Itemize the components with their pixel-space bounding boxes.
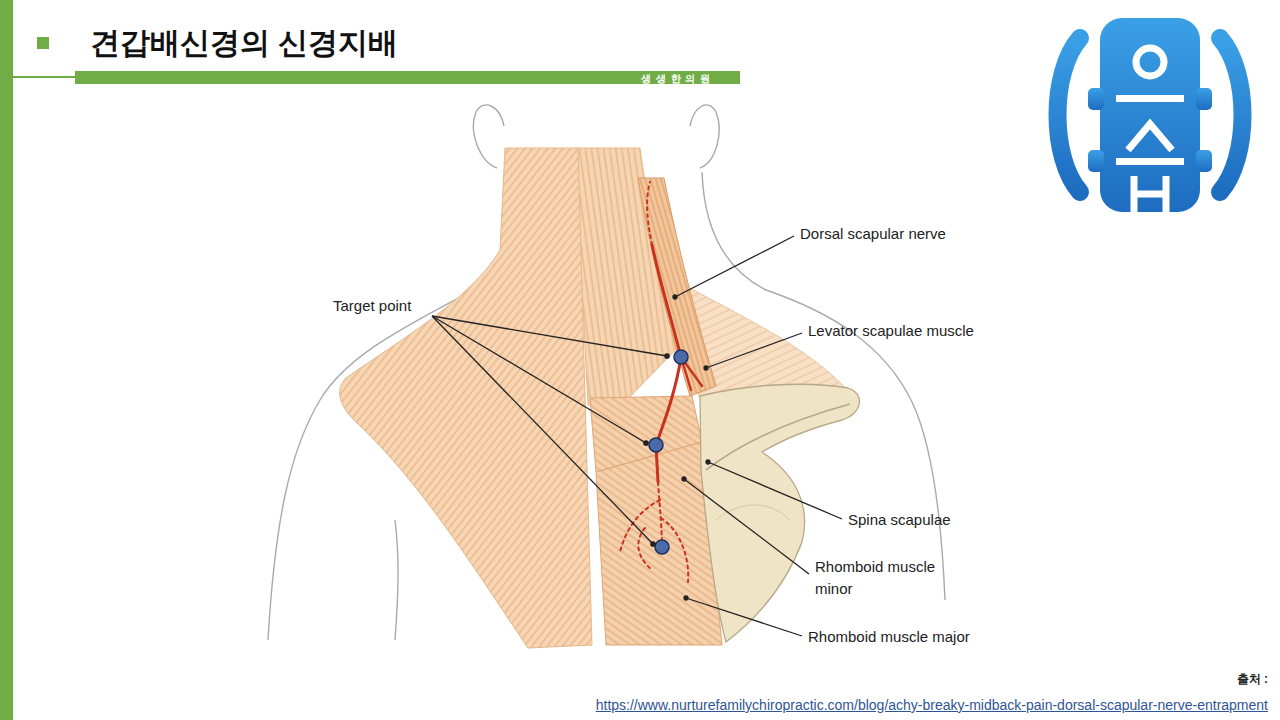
nerve-dotted [647, 182, 652, 245]
logo-notch [1196, 150, 1212, 172]
callout-label: Target point [333, 296, 411, 315]
logo-stroke [1116, 95, 1184, 102]
part-label: Levator scapulae muscle [808, 321, 974, 340]
leader-end [704, 366, 708, 370]
target-points [649, 350, 688, 554]
leader-line [432, 316, 667, 356]
part-label: Rhomboid muscle major [808, 627, 970, 646]
source-heading: 출처 : [1237, 672, 1268, 687]
leader-line [708, 462, 842, 519]
logo-notch [1196, 88, 1212, 110]
watermark: 생 생 한 의 원 [641, 72, 711, 85]
nerve-dotted [658, 482, 662, 547]
title-bullet [37, 37, 49, 49]
trapezius-muscle [340, 148, 592, 648]
leader-end [673, 295, 677, 299]
right-ear [690, 105, 719, 168]
title-rule [13, 76, 83, 78]
part-label: Rhomboid muscle minor [815, 556, 965, 600]
part-label: Spina scapulae [848, 510, 951, 529]
target-point [649, 438, 663, 452]
leader-end [665, 354, 669, 358]
leader-end [644, 441, 648, 445]
leader-end [684, 596, 688, 600]
scapula-bone [700, 384, 859, 642]
logo-stroke [1116, 158, 1184, 165]
slide-title: 견갑배신경의 신경지배 [90, 24, 398, 62]
title-bar [75, 71, 740, 84]
leader-line [432, 316, 646, 443]
scapular-spine [706, 404, 850, 470]
scapula [700, 384, 859, 642]
nerve-trunk [656, 357, 681, 482]
levator-scapulae [638, 178, 716, 396]
nerve-dotted [620, 500, 660, 552]
target-point [655, 540, 669, 554]
leader-line [675, 236, 794, 297]
side-bar [0, 0, 13, 720]
leader-lines [432, 236, 842, 636]
leader-line [432, 316, 653, 544]
logo-bracket [1058, 38, 1081, 192]
leader-line [706, 333, 802, 368]
logo-notch [1088, 150, 1104, 172]
clinic-logo [1058, 18, 1243, 212]
logo-body [1100, 18, 1200, 212]
source-url: https://www.nurturefamilychiropractic.co… [596, 696, 1268, 714]
logo-bracket [1220, 38, 1243, 192]
leader-line [684, 479, 809, 574]
logo-ring [1136, 48, 1164, 76]
leader-end [682, 477, 686, 481]
part-label: Dorsal scapular nerve [800, 224, 946, 243]
logo-stroke [1128, 124, 1172, 150]
leader-line [686, 598, 802, 636]
logo-notch [1088, 88, 1104, 110]
nerve-trunk [652, 245, 681, 357]
leader-end [651, 542, 655, 546]
left-ear [473, 105, 504, 168]
nerve-dotted [638, 528, 652, 570]
target-point [674, 350, 688, 364]
arm-line [395, 520, 398, 640]
leader-end [706, 460, 710, 464]
logo-stroke [1134, 176, 1166, 212]
